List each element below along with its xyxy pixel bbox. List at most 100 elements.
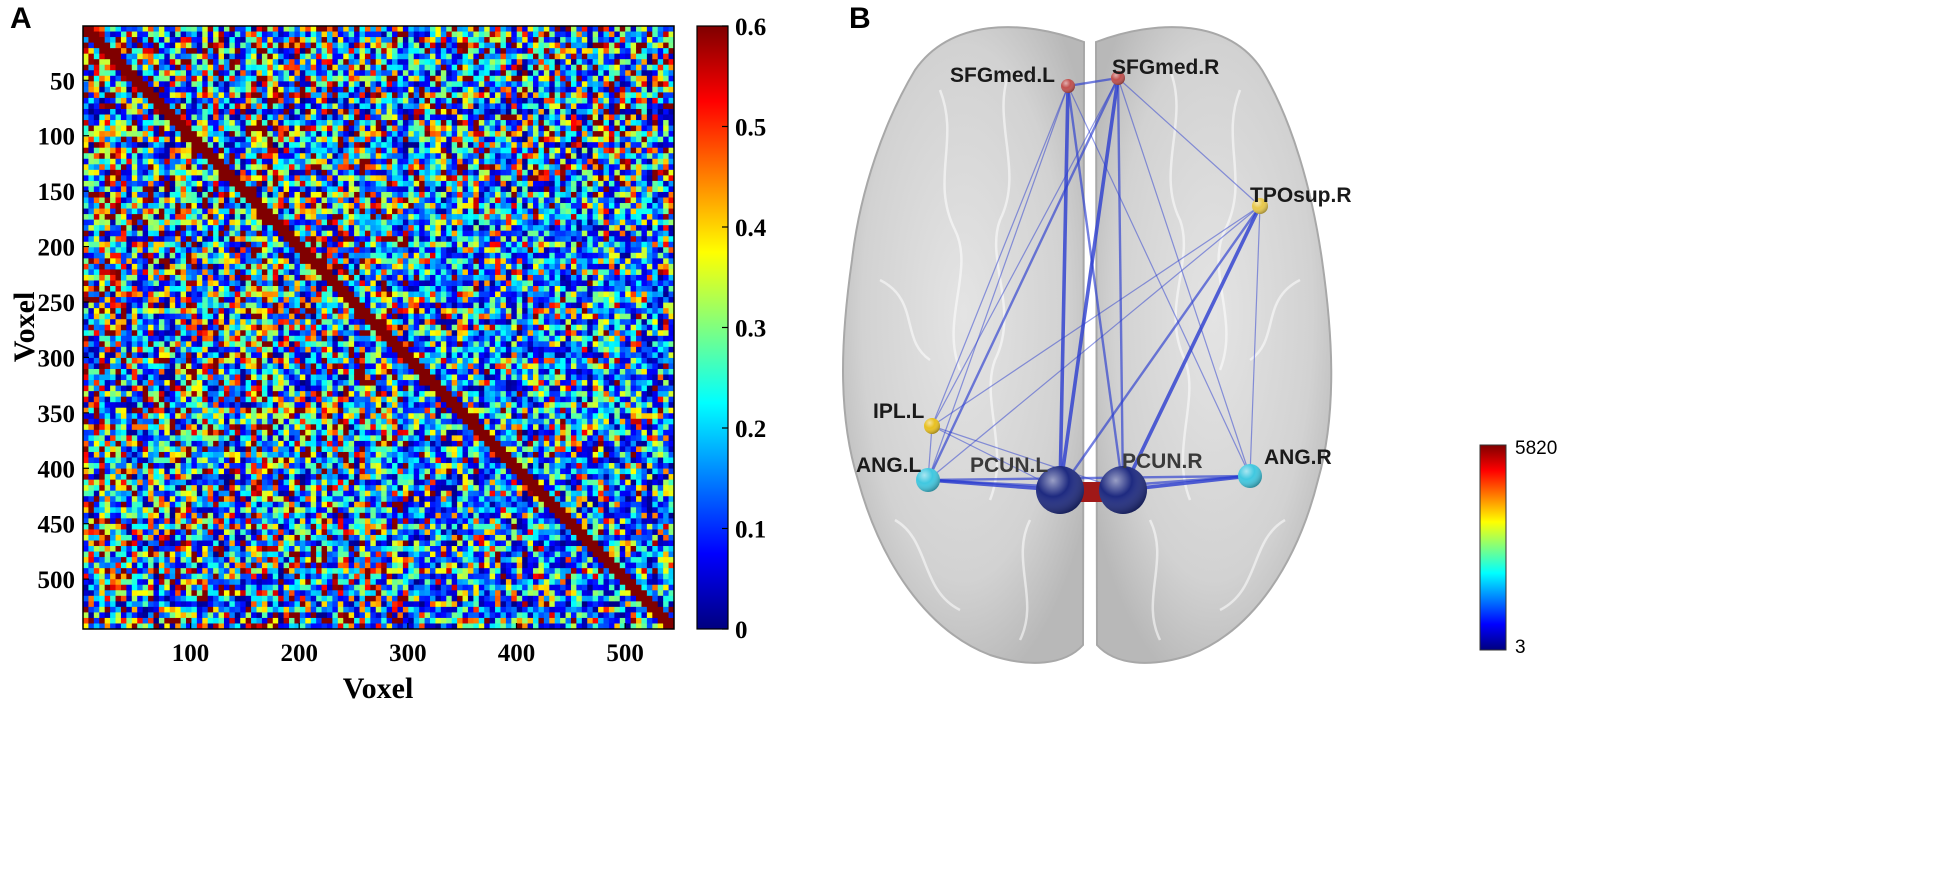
heatmap-cell bbox=[93, 214, 100, 221]
heatmap-cell bbox=[88, 374, 95, 381]
heatmap-cell bbox=[202, 103, 209, 110]
heatmap-cell bbox=[305, 53, 312, 60]
heatmap-cell bbox=[251, 457, 257, 464]
heatmap-cell bbox=[278, 142, 285, 149]
heatmap-cell bbox=[261, 507, 268, 514]
heatmap-cell bbox=[131, 617, 138, 624]
heatmap-cell bbox=[321, 114, 328, 121]
heatmap-cell bbox=[158, 435, 165, 442]
heatmap-cell bbox=[88, 479, 95, 486]
heatmap-cell bbox=[202, 579, 209, 586]
heatmap-cell bbox=[299, 274, 306, 281]
heatmap-cell bbox=[326, 302, 333, 309]
heatmap-cell bbox=[169, 534, 176, 541]
heatmap-cell bbox=[316, 396, 322, 403]
heatmap-cell bbox=[196, 579, 203, 586]
heatmap-cell bbox=[299, 180, 306, 187]
heatmap-cell bbox=[256, 540, 263, 547]
heatmap-cell bbox=[278, 463, 285, 469]
heatmap-cell bbox=[207, 518, 214, 525]
heatmap-cell bbox=[218, 42, 225, 49]
heatmap-cell bbox=[321, 418, 328, 425]
heatmap-cell bbox=[223, 407, 230, 414]
heatmap-cell bbox=[104, 75, 111, 82]
heatmap-cell bbox=[131, 474, 138, 481]
heatmap-cell bbox=[83, 274, 89, 281]
heatmap-cell bbox=[299, 474, 306, 481]
heatmap-cell bbox=[267, 529, 274, 536]
heatmap-cell bbox=[207, 197, 214, 204]
heatmap-cell bbox=[213, 440, 219, 447]
heatmap-cell bbox=[137, 53, 144, 60]
heatmap-cell bbox=[131, 518, 138, 525]
heatmap-cell bbox=[261, 86, 268, 93]
heatmap-cell bbox=[88, 463, 95, 469]
heatmap-cell bbox=[326, 92, 333, 99]
heatmap-cell bbox=[120, 368, 127, 375]
heatmap-cell bbox=[202, 391, 209, 398]
heatmap-cell bbox=[305, 70, 312, 77]
heatmap-cell bbox=[213, 208, 219, 215]
heatmap-cell bbox=[261, 81, 268, 88]
heatmap-cell bbox=[229, 252, 236, 259]
heatmap-cell bbox=[137, 518, 144, 525]
heatmap-cell bbox=[196, 623, 203, 630]
heatmap-cell bbox=[294, 208, 301, 215]
heatmap-cell bbox=[245, 241, 252, 248]
heatmap-cell bbox=[175, 568, 181, 575]
heatmap-cell bbox=[310, 562, 317, 569]
heatmap-cell bbox=[278, 407, 285, 414]
heatmap-cell bbox=[310, 286, 317, 292]
heatmap-cell bbox=[251, 496, 257, 503]
heatmap-cell bbox=[137, 142, 144, 149]
heatmap-cell bbox=[88, 435, 95, 442]
heatmap-cell bbox=[261, 418, 268, 425]
heatmap-cell bbox=[83, 302, 89, 309]
heatmap-cell bbox=[93, 120, 100, 126]
heatmap-cell bbox=[234, 136, 241, 143]
heatmap-cell bbox=[305, 490, 312, 497]
heatmap-cell bbox=[169, 380, 176, 386]
heatmap-cell bbox=[229, 529, 236, 536]
heatmap-cell bbox=[104, 59, 111, 66]
heatmap-cell bbox=[261, 357, 268, 364]
heatmap-cell bbox=[104, 274, 111, 281]
heatmap-cell bbox=[175, 208, 181, 215]
heatmap-cell bbox=[83, 142, 89, 149]
heatmap-cell bbox=[234, 324, 241, 331]
heatmap-cell bbox=[245, 413, 252, 420]
heatmap-cell bbox=[99, 59, 106, 66]
heatmap-cell bbox=[99, 64, 106, 71]
heatmap-cell bbox=[316, 247, 322, 254]
heatmap-cell bbox=[126, 385, 133, 392]
heatmap-cell bbox=[186, 568, 192, 575]
heatmap-cell bbox=[191, 601, 198, 608]
heatmap-cell bbox=[289, 557, 295, 564]
heatmap-cell bbox=[164, 197, 171, 204]
heatmap-cell bbox=[321, 53, 328, 60]
heatmap-cell bbox=[169, 86, 176, 93]
heatmap-cell bbox=[223, 341, 230, 348]
heatmap-cell bbox=[240, 330, 247, 337]
heatmap-cell bbox=[191, 579, 198, 586]
heatmap-cell bbox=[207, 468, 214, 475]
heatmap-cell bbox=[234, 446, 241, 453]
heatmap-cell bbox=[142, 330, 149, 337]
heatmap-cell bbox=[316, 59, 322, 66]
heatmap-cell bbox=[316, 180, 322, 187]
heatmap-cell bbox=[164, 230, 171, 237]
heatmap-cell bbox=[299, 368, 306, 375]
heatmap-cell bbox=[289, 606, 295, 613]
heatmap-cell bbox=[120, 490, 127, 497]
heatmap-cell bbox=[289, 385, 295, 392]
heatmap-cell bbox=[223, 490, 230, 497]
heatmap-cell bbox=[245, 125, 252, 132]
heatmap-cell bbox=[261, 590, 268, 597]
heatmap-cell bbox=[321, 374, 328, 381]
heatmap-cell bbox=[164, 540, 171, 547]
heatmap-cell bbox=[299, 617, 306, 624]
heatmap-cell bbox=[120, 341, 127, 348]
heatmap-cell bbox=[245, 164, 252, 171]
heatmap-cell bbox=[289, 341, 295, 348]
heatmap-cell bbox=[310, 330, 317, 337]
